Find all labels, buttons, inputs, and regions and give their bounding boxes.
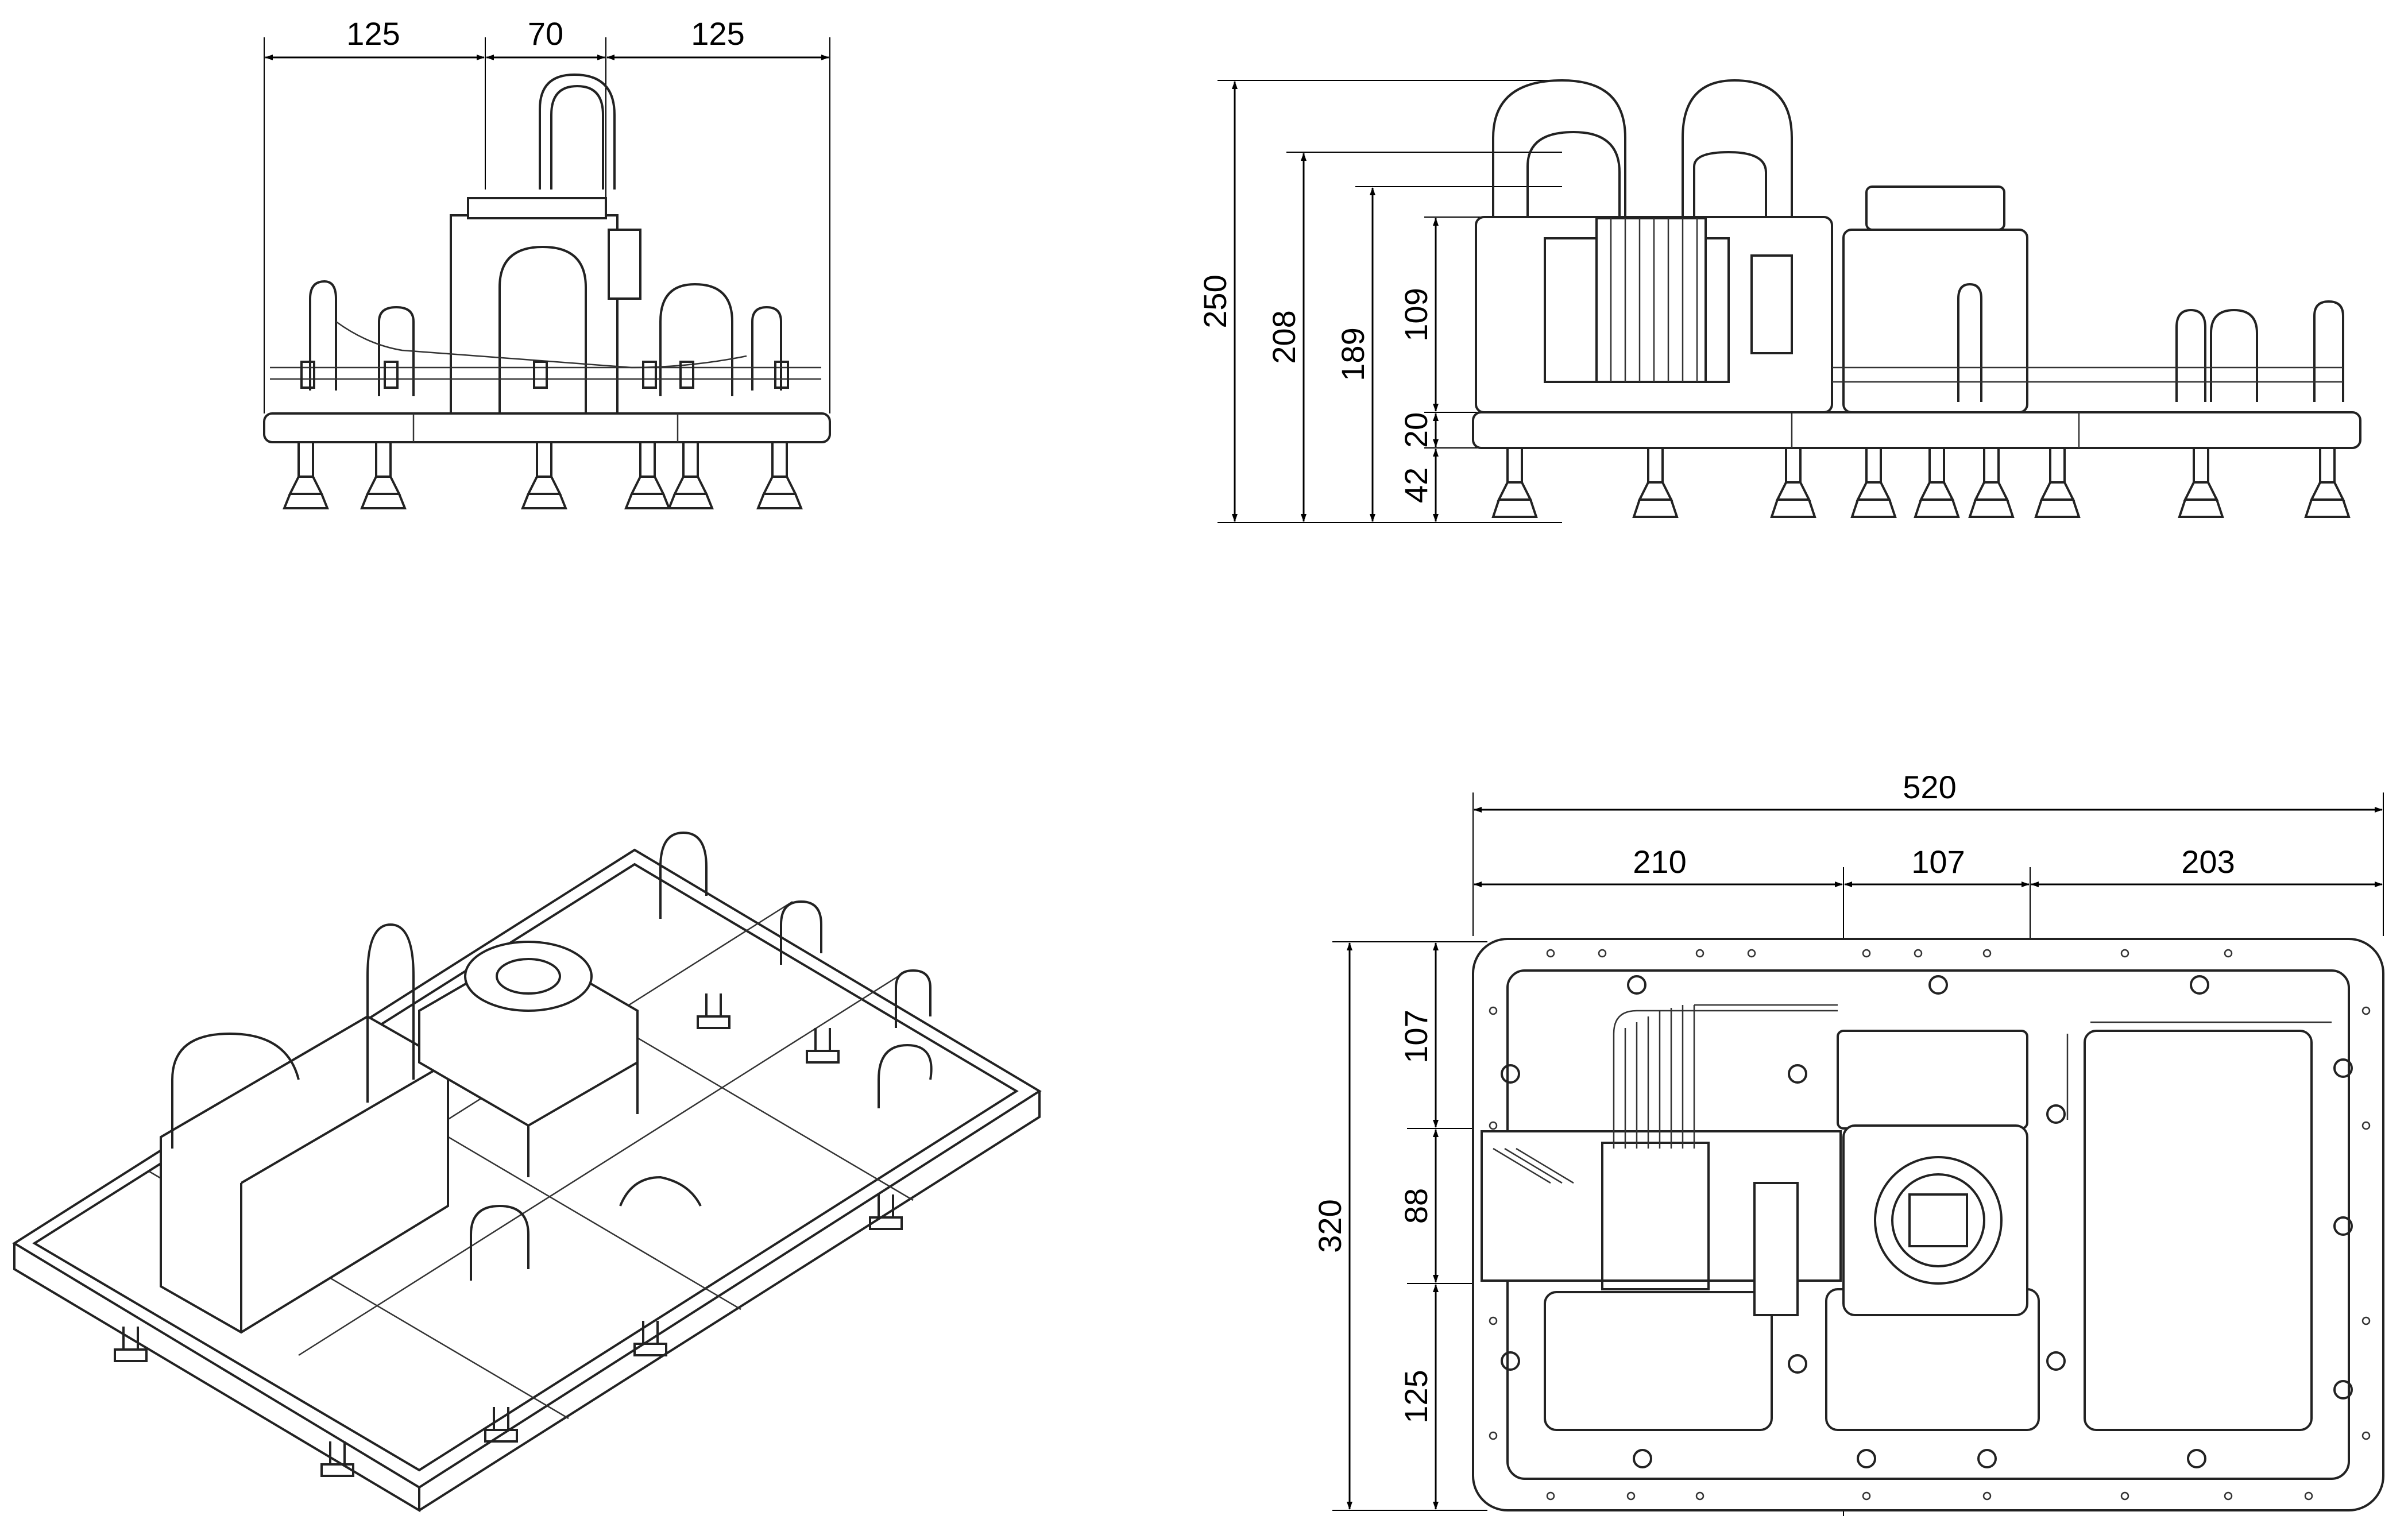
top-view: 520 210 107 203 320 107 88 125	[1312, 769, 2384, 1516]
side-dim-tube-height: 208	[1266, 310, 1302, 364]
side-dim-manifold-height: 189	[1335, 327, 1371, 381]
top-dim-upper-section: 107	[1398, 1010, 1434, 1063]
isometric-view	[12, 831, 1042, 1513]
side-view: 250 208 189 109 20 42	[1197, 79, 2361, 523]
front-view: 125 70 125	[263, 16, 831, 509]
top-dim-total-width: 320	[1312, 1199, 1348, 1252]
top-dim-left-section: 210	[1633, 844, 1686, 880]
side-dim-plate-thickness: 20	[1398, 412, 1434, 448]
top-dim-middle-section: 107	[1911, 844, 1965, 880]
side-dim-cup-height: 42	[1398, 467, 1434, 503]
top-dim-lower-section: 125	[1398, 1370, 1434, 1423]
top-dim-right-section: 203	[2181, 844, 2235, 880]
front-dim-left: 125	[346, 16, 400, 52]
side-dim-body-height: 109	[1398, 288, 1434, 341]
side-dim-total-height: 250	[1197, 275, 1233, 328]
top-dim-center-section: 88	[1398, 1188, 1434, 1224]
front-dim-middle: 70	[528, 16, 563, 52]
front-dim-right: 125	[691, 16, 744, 52]
top-dim-total-length: 520	[1903, 769, 1956, 805]
